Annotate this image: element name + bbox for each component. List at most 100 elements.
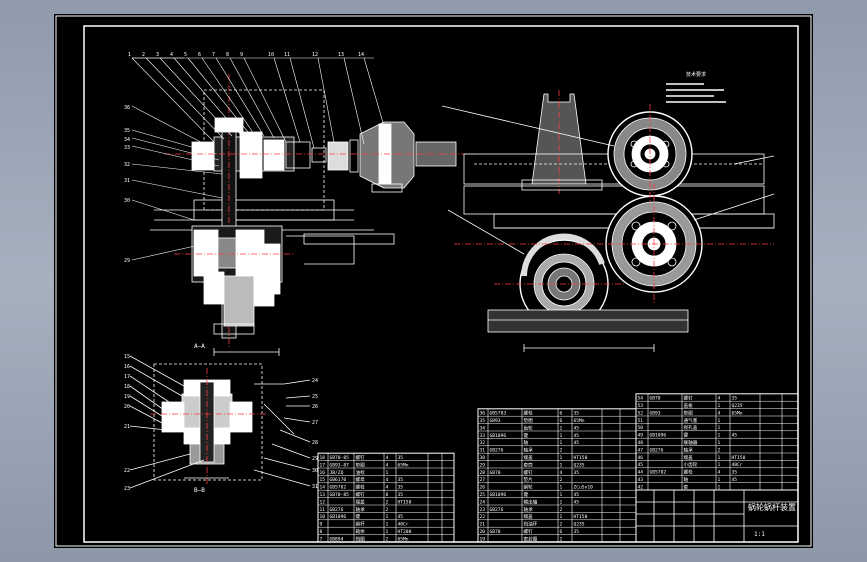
table-cell: GB1096 <box>330 514 347 520</box>
table-cell: 垫片 <box>524 476 534 483</box>
leader-lines-front <box>131 57 385 261</box>
svg-text:23: 23 <box>124 486 130 492</box>
svg-text:10: 10 <box>268 52 274 58</box>
table-cell: 12 <box>320 499 326 505</box>
table-cell: 65Mn <box>398 462 409 468</box>
table-cell: 螺钉 <box>356 491 366 498</box>
table-cell: 1 <box>560 492 563 498</box>
table-cell: 32 <box>480 440 486 446</box>
table-cell: 44 <box>638 470 644 476</box>
table-cell: 24 <box>480 499 486 505</box>
table-cell: 4 <box>718 410 721 416</box>
svg-text:7: 7 <box>212 52 215 58</box>
svg-text:19: 19 <box>124 394 130 400</box>
table-cell: 2 <box>718 447 721 453</box>
table-cell: 45 <box>574 433 580 439</box>
svg-text:6: 6 <box>198 52 201 58</box>
table-cell: 1 <box>718 462 721 468</box>
table-cell: 垫圈 <box>684 409 694 416</box>
svg-text:5: 5 <box>184 52 187 58</box>
table-cell: 35 <box>398 485 404 491</box>
technical-notes <box>666 83 726 103</box>
svg-text:34: 34 <box>124 137 130 143</box>
svg-text:29: 29 <box>124 258 130 264</box>
table-cell: 端盖 <box>684 454 694 461</box>
table-cell: 键 <box>684 432 689 439</box>
table-cell: GB1096 <box>490 492 507 498</box>
table-cell: 13 <box>320 492 326 498</box>
table-cell: 45 <box>398 514 404 520</box>
table-cell: 1 <box>718 433 721 439</box>
table-cell: 28 <box>480 470 486 476</box>
svg-text:9: 9 <box>240 52 243 58</box>
table-cell: 20 <box>480 529 486 535</box>
table-cell: 4 <box>386 485 389 491</box>
svg-text:1: 1 <box>128 52 131 58</box>
table-cell: 45 <box>638 462 644 468</box>
technical-notes-title: 技术要求 <box>686 71 706 78</box>
table-cell: GB93 <box>490 418 501 424</box>
table-cell: GB93 <box>650 410 661 416</box>
table-cell: 45 <box>574 425 580 431</box>
table-cell: 53 <box>638 403 644 409</box>
svg-text:24: 24 <box>312 378 318 384</box>
table-cell: 键 <box>524 432 529 439</box>
table-cell: 1 <box>718 425 721 431</box>
table-cell: 螺栓 <box>524 410 534 417</box>
table-cell: 45 <box>574 440 580 446</box>
table-cell: 4 <box>718 396 721 402</box>
table-cell: HT150 <box>398 499 412 505</box>
table-cell: 轴承 <box>524 447 534 454</box>
table-cell: GB276 <box>490 448 504 454</box>
svg-text:12: 12 <box>312 52 318 58</box>
title-block-name: 蜗轮蜗杆装置 <box>748 502 796 512</box>
table-cell: GB276 <box>490 507 504 513</box>
table-cell: 1 <box>718 440 721 446</box>
svg-text:33: 33 <box>124 145 130 151</box>
table-cell: 1 <box>560 485 563 491</box>
table-cell: 小齿轮 <box>684 461 698 468</box>
table-cell: 8 <box>320 529 323 535</box>
svg-text:25: 25 <box>312 394 318 400</box>
table-cell: 35 <box>574 470 580 476</box>
table-cell: GB6170 <box>330 477 347 483</box>
table-cell: 45 <box>574 492 580 498</box>
table-cell: 套 <box>684 483 689 490</box>
table-cell: 1 <box>386 514 389 520</box>
svg-text:35: 35 <box>124 128 130 134</box>
table-cell: 35 <box>732 396 738 402</box>
table-cell: 套筒 <box>524 461 534 468</box>
svg-text:29: 29 <box>312 456 318 462</box>
table-cell: 31 <box>480 448 486 454</box>
front-section-view <box>150 74 474 356</box>
table-cell: 4 <box>560 470 563 476</box>
table-cell: 1 <box>718 403 721 409</box>
table-cell: 7 <box>320 536 323 542</box>
table-cell: 蜗轮 <box>524 484 534 491</box>
table-cell: 35 <box>398 477 404 483</box>
table-cell: GB1096 <box>490 433 507 439</box>
